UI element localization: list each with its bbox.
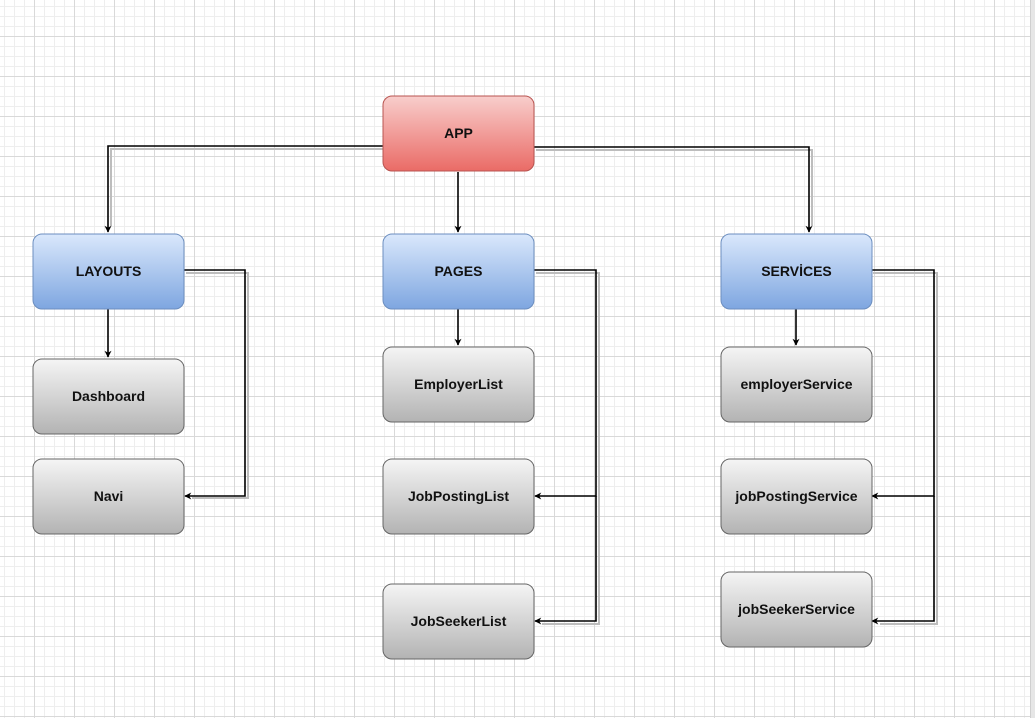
node-layouts[interactable]: LAYOUTS <box>32 233 185 310</box>
edge-services-jobpostingservice <box>871 269 935 500</box>
node-employer-service-label: employerService <box>740 376 852 392</box>
node-services[interactable]: SERVİCES <box>720 233 873 310</box>
node-job-seeker-list[interactable]: JobSeekerList <box>382 583 535 660</box>
node-pages-label: PAGES <box>435 263 483 279</box>
node-job-posting-list[interactable]: JobPostingList <box>382 458 535 535</box>
node-app[interactable]: APP <box>382 95 535 172</box>
node-dashboard[interactable]: Dashboard <box>32 358 185 435</box>
node-dashboard-label: Dashboard <box>72 388 145 404</box>
node-pages[interactable]: PAGES <box>382 233 535 310</box>
node-job-posting-service-label: jobPostingService <box>734 488 857 504</box>
edge-layouts-navi <box>184 269 246 500</box>
node-employer-service[interactable]: employerService <box>720 346 873 423</box>
node-services-label: SERVİCES <box>761 263 832 279</box>
node-job-posting-list-label: JobPostingList <box>408 488 509 504</box>
edge-services-jobseekerservice <box>871 496 935 625</box>
edge-pages-jobpostinglist <box>534 269 597 500</box>
edges <box>104 145 938 625</box>
node-employer-list[interactable]: EmployerList <box>382 346 535 423</box>
node-navi-label: Navi <box>94 488 124 504</box>
node-job-seeker-service-label: jobSeekerService <box>737 601 855 617</box>
node-layouts-label: LAYOUTS <box>76 263 142 279</box>
edge-pages-jobseekerlist <box>534 496 597 625</box>
canvas-right-border <box>1030 0 1035 718</box>
node-job-posting-service[interactable]: jobPostingService <box>720 458 873 535</box>
node-job-seeker-service[interactable]: jobSeekerService <box>720 571 873 648</box>
node-app-label: APP <box>444 125 473 141</box>
node-employer-list-label: EmployerList <box>414 376 503 392</box>
node-job-seeker-list-label: JobSeekerList <box>411 613 507 629</box>
edge-app-layouts <box>104 145 383 233</box>
node-navi[interactable]: Navi <box>32 458 185 535</box>
edge-app-services <box>534 146 813 233</box>
